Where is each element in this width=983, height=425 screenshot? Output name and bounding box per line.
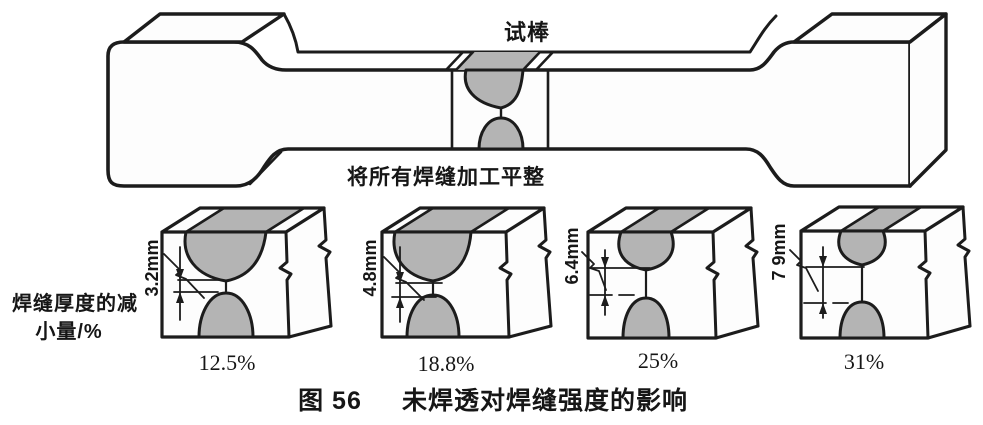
percent-label-2: 18.8% xyxy=(418,351,475,376)
seam-hatch-lines xyxy=(444,50,555,72)
block4-side-bottom-edge xyxy=(926,324,972,340)
block4-break-edge-front xyxy=(917,229,932,340)
block1-dim-lines xyxy=(173,246,223,321)
block2-dim-lines xyxy=(391,246,443,323)
y-axis-label: 焊缝厚度的减 小量/% xyxy=(12,291,138,343)
left-grip-step-edge xyxy=(248,150,283,186)
block1-break-edge-back xyxy=(317,206,333,328)
specimen-label: 试棒 xyxy=(504,20,550,45)
block3-dim-lines xyxy=(589,249,651,316)
block1-channel-edges xyxy=(184,206,306,234)
weld-block-3 xyxy=(581,206,760,340)
block1-side-face xyxy=(286,208,331,337)
block1-leader-line xyxy=(163,253,205,299)
block4-break-edge-back xyxy=(956,205,972,328)
block2-side-face xyxy=(506,208,551,337)
figure-caption: 图 56 未焊透对焊缝强度的影响 xyxy=(298,386,688,415)
block4-leader-line xyxy=(789,249,819,292)
block3-bottom-bead xyxy=(621,296,671,340)
block3-leader-line xyxy=(581,251,607,291)
caption-number: 图 56 xyxy=(298,387,362,415)
block2-break-edge-back xyxy=(537,206,553,328)
block1-bottom-bead xyxy=(197,291,255,339)
block3-side-bottom-edge xyxy=(714,324,760,340)
specimen-drawing xyxy=(106,12,948,188)
block1-break-edge-front xyxy=(278,230,293,339)
specimen-silhouette xyxy=(106,40,912,188)
block2-side-bottom-edge xyxy=(507,324,553,339)
instruction-label: 将所有焊缝加工平整 xyxy=(347,165,545,189)
dimension-label-4: 7 9mm xyxy=(769,223,789,280)
dimension-label-1: 3.2mm xyxy=(142,239,162,296)
block3-break-edge-front xyxy=(705,230,720,340)
block2-leader-line xyxy=(383,256,425,301)
block3-top-channel xyxy=(621,208,709,232)
block4-front-face xyxy=(801,231,928,338)
block2-break-edge-front xyxy=(498,230,513,339)
percent-label-3: 25% xyxy=(638,348,678,373)
right-grip-side-face xyxy=(908,12,948,188)
block1-side-bottom-edge xyxy=(287,324,333,339)
specimen-bottom-bead xyxy=(477,116,525,151)
block3-dim-arrows xyxy=(601,257,609,306)
left-grip-top-face xyxy=(122,12,286,44)
caption-title: 未焊透对焊缝强度的影响 xyxy=(402,386,688,415)
block2-bottom-bead xyxy=(405,293,461,339)
block3-break-edge-back xyxy=(744,206,760,328)
block4-top-channel xyxy=(841,207,921,231)
percent-label-4: 31% xyxy=(844,349,884,374)
percent-label-1: 12.5% xyxy=(199,350,256,375)
weld-block-1 xyxy=(160,206,333,339)
block4-side-face xyxy=(925,207,970,338)
cut-section-edges xyxy=(450,68,550,151)
block4-bottom-bead xyxy=(838,300,886,340)
weld-block-2 xyxy=(380,206,553,339)
block4-channel-edges xyxy=(839,205,923,233)
block2-channel-edges xyxy=(393,206,511,234)
dimension-label-3: 6.4mm xyxy=(562,227,582,284)
block3-channel-edges xyxy=(619,206,711,234)
y-axis-label-line2: 小量/% xyxy=(35,320,102,343)
block3-front-face xyxy=(588,232,716,338)
block3-side-face xyxy=(713,208,758,338)
dimension-label-2: 4.8mm xyxy=(360,239,380,296)
weld-block-4 xyxy=(789,205,972,340)
y-axis-label-line1: 焊缝厚度的减 xyxy=(12,291,138,315)
seam-top-band xyxy=(456,52,540,70)
block4-dim-lines xyxy=(803,246,865,319)
